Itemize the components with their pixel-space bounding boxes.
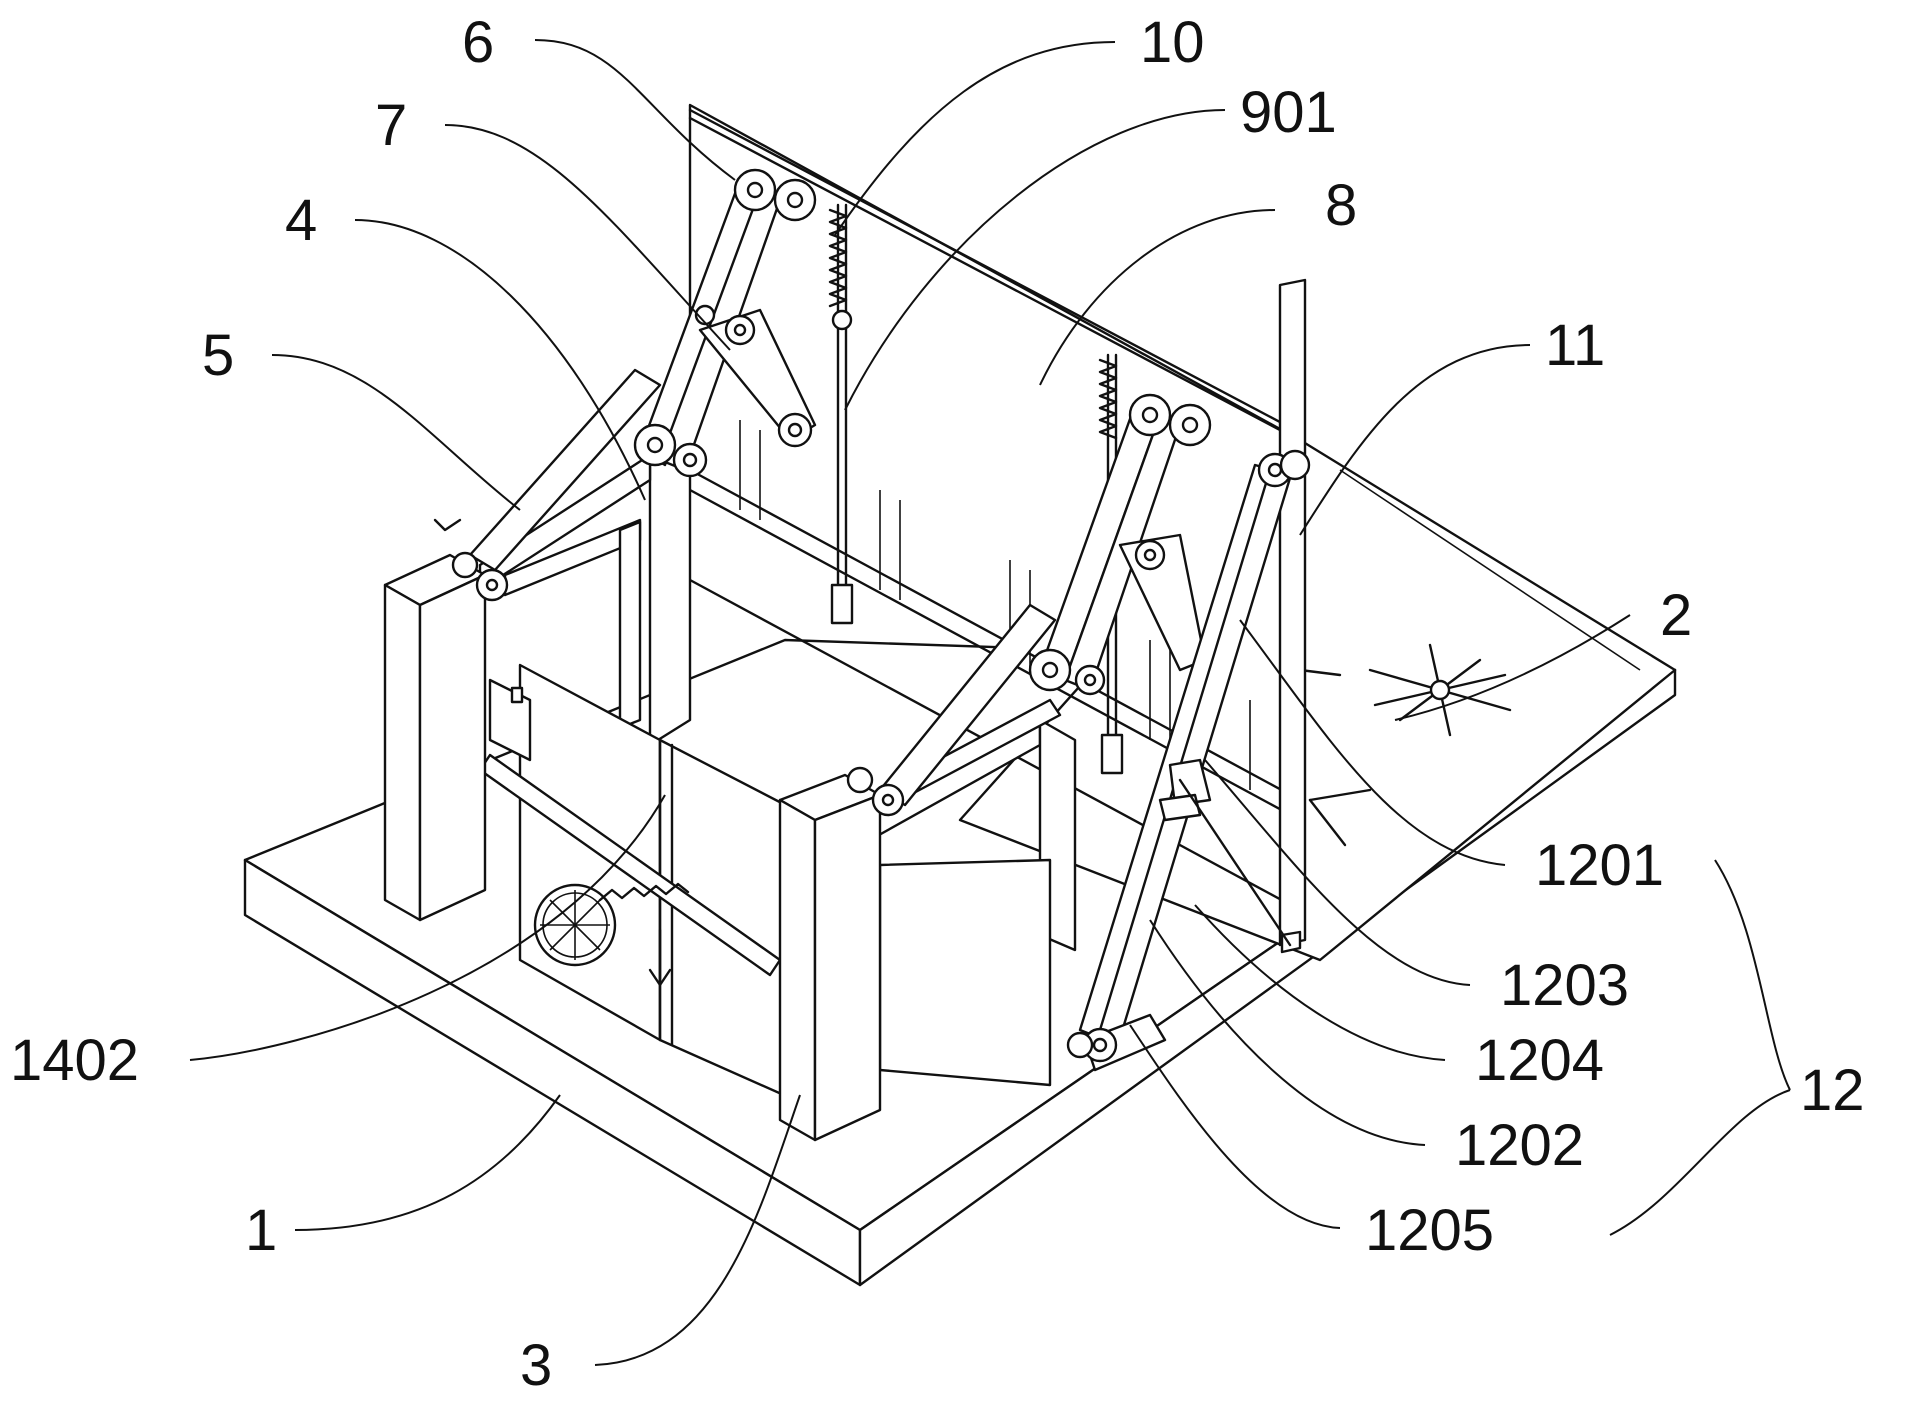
spring-rod-left <box>828 203 854 625</box>
arm-assembly-left <box>433 168 817 572</box>
sloped-tray <box>958 438 1677 962</box>
label-3: 3 <box>520 1333 552 1398</box>
label-4: 4 <box>285 188 317 253</box>
front-pillar-right <box>778 766 905 1142</box>
label-1205: 1205 <box>1365 1198 1494 1263</box>
arm-assembly-right <box>878 393 1212 807</box>
upright-post-11 <box>1278 278 1307 954</box>
label-5: 5 <box>202 323 234 388</box>
label-1202: 1202 <box>1455 1113 1584 1178</box>
diagonal-brace <box>1066 449 1311 1072</box>
stirring-impellers <box>1298 643 1512 847</box>
rear-upright-left <box>648 428 692 747</box>
reference-labels: 6 10 901 7 8 4 5 11 2 1201 1203 12 1402 … <box>10 10 1865 1398</box>
label-8: 8 <box>1325 173 1357 238</box>
label-12: 12 <box>1800 1058 1865 1123</box>
label-7: 7 <box>375 93 407 158</box>
label-10: 10 <box>1140 10 1205 75</box>
label-1203: 1203 <box>1500 953 1629 1018</box>
label-6: 6 <box>462 10 494 75</box>
front-door <box>478 663 1052 1102</box>
leader-lines <box>189 39 1791 1366</box>
label-1204: 1204 <box>1475 1028 1604 1093</box>
front-pillar-left <box>383 551 509 922</box>
label-901: 901 <box>1240 80 1337 145</box>
label-1: 1 <box>245 1198 277 1263</box>
label-1402: 1402 <box>10 1028 139 1093</box>
label-2: 2 <box>1660 583 1692 648</box>
label-11: 11 <box>1545 313 1605 378</box>
label-1201: 1201 <box>1535 833 1664 898</box>
